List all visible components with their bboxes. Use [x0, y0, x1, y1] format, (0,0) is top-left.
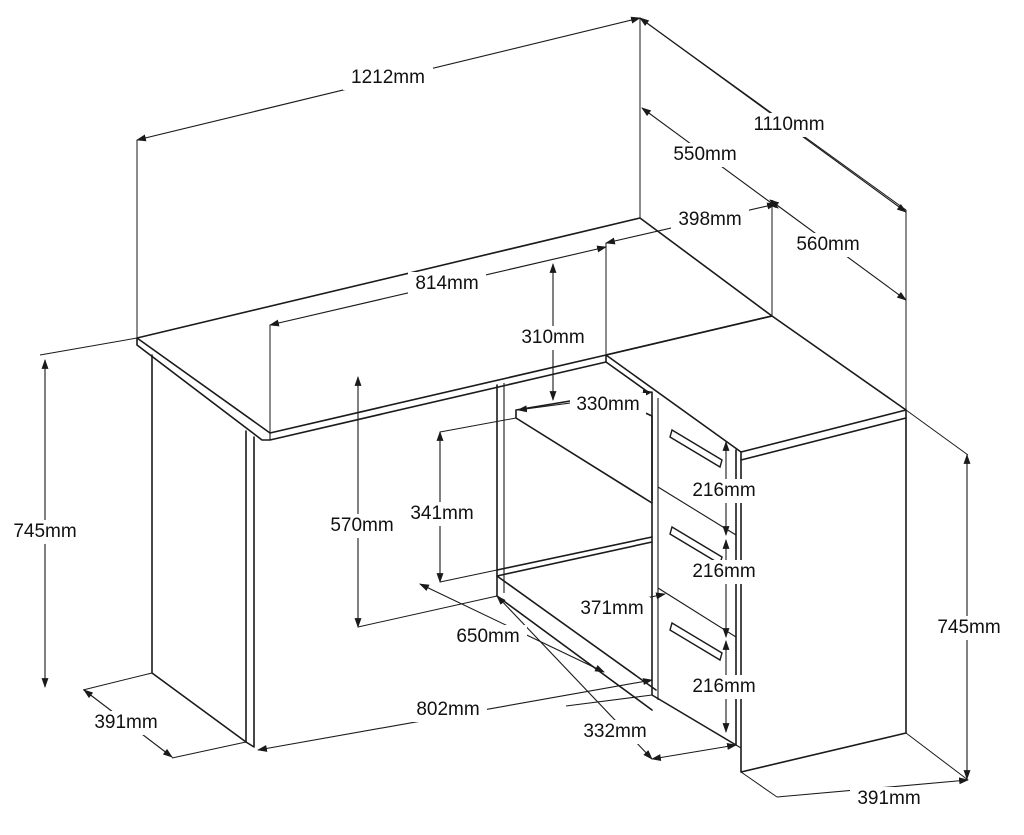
drawer-unit-side [740, 417, 907, 773]
label-front-width: 802mm [416, 699, 479, 720]
label-right-leg-depth: 391mm [857, 788, 920, 809]
label-bottom-depth: 650mm [456, 626, 519, 647]
label-drawer-1: 216mm [692, 480, 755, 501]
drawer-handle-2 [669, 525, 723, 566]
label-drawer-3: 216mm [692, 676, 755, 697]
label-shelf-depth: 310mm [521, 327, 584, 348]
label-return-depth: 560mm [796, 234, 859, 255]
return-top [605, 315, 907, 453]
drawer-handle-3 [669, 621, 723, 662]
label-drawer-2: 216mm [692, 561, 755, 582]
left-leg-side [245, 436, 255, 748]
label-shelf-height: 341mm [410, 503, 473, 524]
label-right-height: 745mm [937, 617, 1000, 638]
label-overall-width: 1212mm [351, 67, 425, 88]
label-return-top: 398mm [678, 209, 741, 230]
dimension-labels: 1212mm 1110mm 550mm 398mm 560mm 814mm 31… [6, 66, 1008, 811]
label-return-opening: 332mm [583, 721, 646, 742]
label-desk-span: 814mm [415, 273, 478, 294]
label-top-depth: 550mm [673, 144, 736, 165]
label-inner-width: 371mm [580, 598, 643, 619]
desktop-front-edge [136, 337, 607, 441]
label-shelf-width: 330mm [576, 394, 639, 415]
label-overall-depth: 1110mm [753, 114, 824, 135]
left-leg-front [151, 354, 247, 743]
drawer-unit-front [651, 391, 737, 746]
dim-return-opening-base [651, 743, 737, 761]
label-left-leg-depth: 391mm [94, 712, 157, 733]
desktop-top [136, 217, 773, 434]
return-top-thickness [605, 361, 907, 461]
label-inner-height: 570mm [330, 515, 393, 536]
bottom-shelf [496, 536, 657, 711]
drawer-handle-1 [669, 428, 723, 469]
label-left-height: 745mm [13, 521, 76, 542]
desk-body [136, 217, 907, 773]
